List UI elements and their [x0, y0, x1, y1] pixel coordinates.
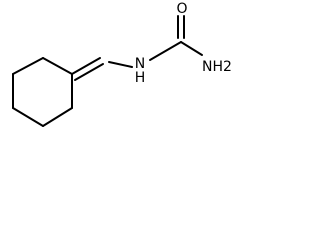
chemical-structure-canvas: O N H NH2 [0, 0, 235, 134]
imine-double-bond [71, 57, 104, 81]
ring-bond-3 [42, 107, 73, 127]
cyclohexane-ring [12, 57, 73, 127]
oxygen-label: O [176, 1, 187, 17]
amide-n-c-bond [149, 41, 182, 61]
nitrogen-nitrogen-bond [108, 61, 133, 68]
imine-bond-line-1 [71, 57, 101, 75]
carbonyl-double-bond [177, 15, 185, 39]
amine-label: NH2 [202, 59, 232, 75]
imine-bond-line-2 [74, 63, 104, 81]
chemical-structure: O N H NH2 [12, 1, 232, 127]
nitrogen-label: N [135, 56, 145, 72]
ring-bond-1 [42, 57, 73, 75]
ring-bond-6 [12, 57, 44, 75]
ring-bond-4 [12, 107, 44, 127]
hydrogen-label: H [135, 70, 146, 86]
carbon-amine-bond [180, 41, 203, 56]
